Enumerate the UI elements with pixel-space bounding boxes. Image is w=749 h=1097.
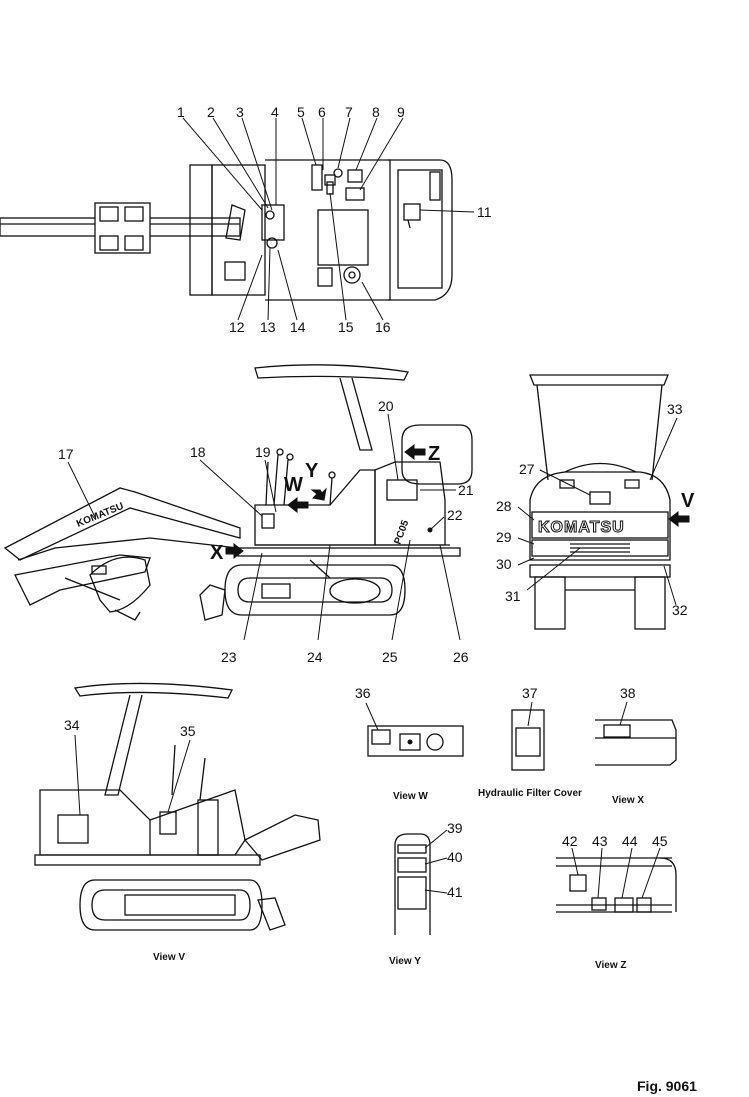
arrow-z-icon xyxy=(404,443,426,461)
callout-11: 11 xyxy=(477,204,492,220)
callout-2: 2 xyxy=(207,104,215,120)
callout-43: 43 xyxy=(592,833,608,849)
caption-view-w: View W xyxy=(393,791,428,802)
caption-hydraulic-filter-cover: Hydraulic Filter Cover xyxy=(478,788,582,799)
arrow-w-icon xyxy=(287,496,309,514)
view-x xyxy=(595,701,677,766)
view-y xyxy=(394,829,448,935)
callout-9: 9 xyxy=(397,104,405,120)
callout-4: 4 xyxy=(271,104,279,120)
arrow-x-icon xyxy=(225,542,244,560)
view-marker-y: Y xyxy=(305,460,319,482)
callout-26: 26 xyxy=(453,649,469,665)
callout-39: 39 xyxy=(447,820,463,836)
callout-22: 22 xyxy=(447,507,463,523)
callout-3: 3 xyxy=(236,104,244,120)
callout-13: 13 xyxy=(260,319,276,335)
view-w xyxy=(365,702,464,757)
arrow-y-icon xyxy=(310,487,327,501)
callout-30: 30 xyxy=(496,556,512,572)
callout-36: 36 xyxy=(355,685,371,701)
callout-19: 19 xyxy=(255,444,271,460)
callout-40: 40 xyxy=(447,849,463,865)
callout-44: 44 xyxy=(622,833,638,849)
callout-32: 32 xyxy=(672,602,688,618)
view-marker-z: Z xyxy=(428,443,440,465)
callout-42: 42 xyxy=(562,833,578,849)
caption-view-z: View Z xyxy=(595,960,627,971)
top-view-leaders xyxy=(182,117,475,321)
callout-33: 33 xyxy=(667,401,683,417)
callout-38: 38 xyxy=(620,685,636,701)
callout-24: 24 xyxy=(307,649,323,665)
view-z xyxy=(556,847,677,913)
view-v-leaders xyxy=(74,734,191,816)
callout-18: 18 xyxy=(190,444,206,460)
callout-25: 25 xyxy=(382,649,398,665)
callout-29: 29 xyxy=(496,529,512,545)
model-plate-text: PC05 xyxy=(392,518,411,546)
callout-21: 21 xyxy=(458,482,474,498)
figure-number: Fig. 9061 xyxy=(637,1078,697,1094)
view-marker-w: W xyxy=(284,474,303,496)
view-v xyxy=(34,682,321,931)
side-view: KOMATSU PC05 xyxy=(3,364,473,621)
callout-27: 27 xyxy=(519,461,535,477)
callout-16: 16 xyxy=(375,319,391,335)
callout-41: 41 xyxy=(447,884,463,900)
callout-31: 31 xyxy=(505,588,521,604)
callout-37: 37 xyxy=(522,685,538,701)
callout-14: 14 xyxy=(290,319,306,335)
view-captions: View W Hydraulic Filter Cover View X Vie… xyxy=(153,788,644,971)
rear-view-leaders xyxy=(517,417,678,606)
callout-6: 6 xyxy=(318,104,326,120)
top-view xyxy=(0,159,453,301)
callout-20: 20 xyxy=(378,398,394,414)
caption-view-y: View Y xyxy=(389,956,421,967)
side-view-leaders xyxy=(67,413,461,641)
hydraulic-filter-cover-view xyxy=(511,701,545,771)
callout-23: 23 xyxy=(221,649,237,665)
callout-1: 1 xyxy=(177,104,185,120)
view-marker-x: X xyxy=(210,542,224,564)
callout-8: 8 xyxy=(372,104,380,120)
callout-35: 35 xyxy=(180,723,196,739)
caption-view-x: View X xyxy=(612,795,644,806)
view-arrows: Z W Y X V xyxy=(210,443,695,564)
caption-view-v: View V xyxy=(153,952,185,963)
rear-logo: KOMATSU xyxy=(538,519,625,536)
callout-labels: 1 2 3 4 5 6 7 8 9 11 12 13 14 15 16 17 1… xyxy=(58,104,688,900)
arrow-v-icon xyxy=(668,510,690,528)
callout-7: 7 xyxy=(345,104,353,120)
callout-5: 5 xyxy=(297,104,305,120)
callout-45: 45 xyxy=(652,833,668,849)
callout-34: 34 xyxy=(64,717,80,733)
callout-12: 12 xyxy=(229,319,245,335)
view-marker-v: V xyxy=(681,490,695,512)
rear-view: KOMATSU xyxy=(529,374,671,630)
callout-17: 17 xyxy=(58,446,74,462)
callout-15: 15 xyxy=(338,319,354,335)
callout-28: 28 xyxy=(496,498,512,514)
arm-logo: KOMATSU xyxy=(75,501,125,530)
